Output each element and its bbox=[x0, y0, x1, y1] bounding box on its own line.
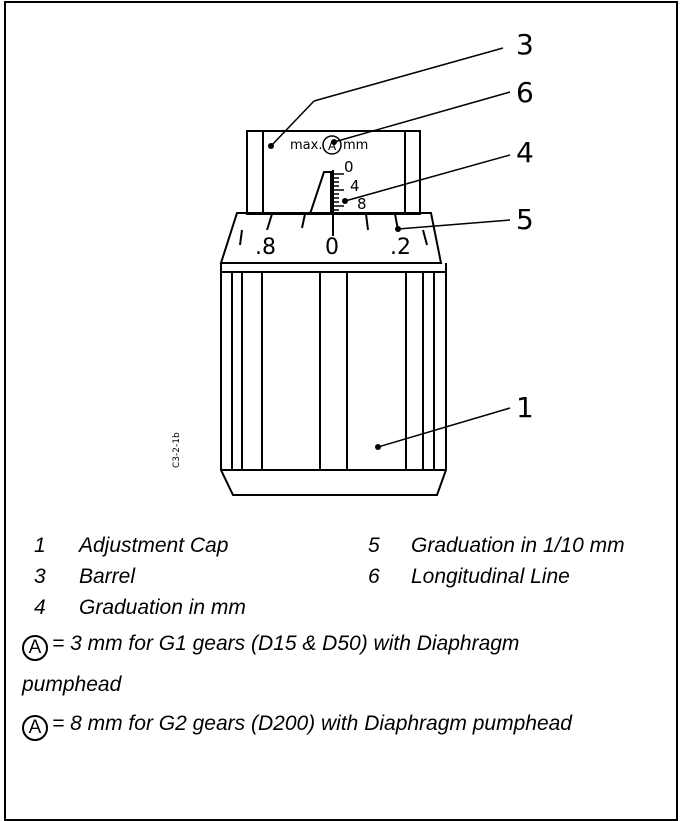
minor-scale-4: 4 bbox=[350, 177, 360, 195]
callout-6: 6 bbox=[516, 76, 534, 109]
cap-label: max. bbox=[290, 138, 322, 153]
major-scale-08: .8 bbox=[255, 235, 276, 260]
major-scale-02: .2 bbox=[390, 235, 411, 260]
adjustment-cap bbox=[220, 263, 447, 496]
note-text: pumphead bbox=[22, 673, 122, 696]
figure-code: C3-2-1b bbox=[172, 432, 182, 468]
legend-number: 3 bbox=[34, 565, 46, 588]
legend-number: 1 bbox=[34, 534, 46, 557]
circle-a-icon: A bbox=[22, 715, 48, 741]
major-scale-0: 0 bbox=[325, 235, 339, 260]
callout-5: 5 bbox=[516, 203, 534, 236]
legend-label: Graduation in mm bbox=[79, 596, 246, 619]
legend-number: 4 bbox=[34, 596, 46, 619]
legend-label: Longitudinal Line bbox=[411, 565, 570, 588]
micrometer-diagram: 3 6 4 5 1 max. A mm 0 4 8 .8 0 .2 C3-2-1… bbox=[172, 28, 534, 496]
minor-scale-8: 8 bbox=[357, 195, 367, 213]
note-a-3mm-continued: pumphead bbox=[22, 673, 121, 697]
circle-a-marker bbox=[322, 135, 342, 155]
note-a-3mm: A= 3 mm for G1 gears (D15 & D50) with Di… bbox=[22, 632, 519, 661]
legend-number: 5 bbox=[368, 534, 380, 557]
minor-scale-0: 0 bbox=[344, 158, 354, 176]
circle-a-letter: A bbox=[328, 139, 337, 153]
callout-3: 3 bbox=[516, 28, 534, 61]
note-text: = 3 mm for G1 gears (D15 & D50) with Dia… bbox=[52, 632, 520, 655]
circle-a-icon: A bbox=[22, 635, 48, 661]
callout-1: 1 bbox=[516, 391, 534, 424]
pointer-wedge bbox=[308, 171, 332, 215]
legend-label: Barrel bbox=[79, 565, 136, 588]
thimble-band bbox=[219, 212, 443, 264]
callout-4: 4 bbox=[516, 136, 534, 169]
legend-label: Graduation in 1/10 mm bbox=[411, 534, 625, 557]
note-text: = 8 mm for G2 gears (D200) with Diaphrag… bbox=[52, 712, 572, 735]
legend-label: Adjustment Cap bbox=[79, 534, 229, 557]
note-a-8mm: A= 8 mm for G2 gears (D200) with Diaphra… bbox=[22, 712, 572, 741]
cap-unit: mm bbox=[343, 138, 368, 153]
legend-number: 6 bbox=[368, 565, 380, 588]
